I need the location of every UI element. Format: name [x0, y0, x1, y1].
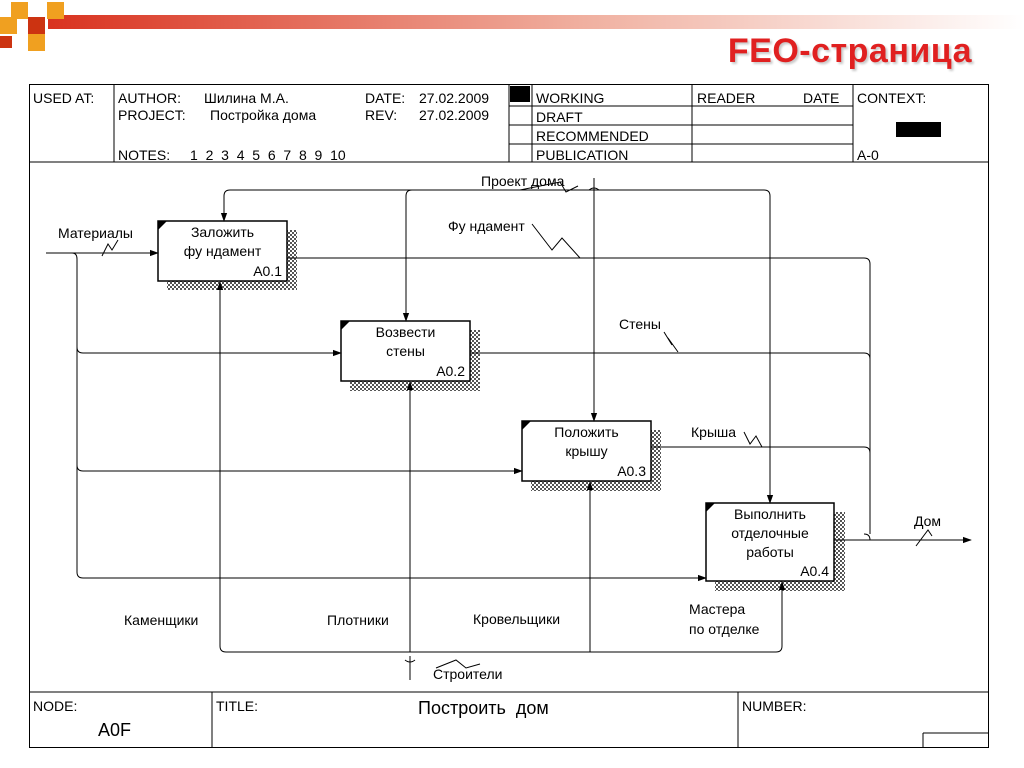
logo-square-orange-top	[11, 2, 28, 19]
author-value: Шилина М.А.	[204, 90, 289, 106]
status-publication: PUBLICATION	[536, 147, 629, 163]
header-grid	[29, 84, 989, 163]
author-label: AUTHOR:	[118, 90, 181, 106]
border-ticks	[404, 187, 600, 663]
label-carpenters: Плотники	[327, 612, 389, 628]
label-house: Дом	[914, 513, 942, 529]
status-draft: DRAFT	[536, 109, 583, 125]
project-value: Постройка дома	[210, 107, 317, 123]
header-gradient-band	[48, 15, 1024, 29]
activity-a04-id: A0.4	[800, 563, 829, 579]
node-value: A0F	[98, 720, 132, 740]
logo-square-orange-bottom	[28, 34, 45, 51]
diagram-title: Построить дом	[418, 698, 549, 718]
logo-square-orange-right	[47, 2, 64, 19]
activity-box-a04	[705, 502, 845, 591]
node-label: NODE:	[33, 698, 78, 714]
context-label: CONTEXT:	[857, 90, 927, 106]
label-builders: Строители	[433, 666, 503, 682]
logo-square-red-left	[0, 36, 12, 48]
label-finishers-2: по отделке	[689, 621, 760, 637]
arrow-foundation-output	[287, 257, 871, 534]
notes-value: 1 2 3 4 5 6 7 8 9 10	[190, 147, 346, 163]
status-working: WORKING	[536, 90, 605, 106]
label-roofers: Кровельщики	[473, 611, 561, 627]
notes-label: NOTES:	[118, 147, 171, 163]
context-thumbnail	[896, 122, 941, 137]
slide-title: FEO-страница	[727, 32, 972, 70]
label-project: Проект дома	[481, 173, 565, 189]
label-walls: Стены	[619, 316, 661, 332]
activity-a01-line2: фу ндамент	[183, 243, 262, 259]
activity-a02-id: A0.2	[436, 363, 465, 379]
project-label: PROJECT:	[118, 107, 186, 123]
arrow-lines	[46, 178, 972, 680]
arrow-roof-output	[651, 446, 871, 454]
activity-a01-id: A0.1	[253, 263, 282, 279]
activity-a03-id: A0.3	[617, 463, 646, 479]
label-masons: Каменщики	[124, 612, 199, 628]
activity-box-a03	[521, 420, 661, 491]
label-materials: Материалы	[58, 225, 133, 241]
activity-box-a02	[340, 320, 480, 391]
context-node: A-0	[857, 147, 879, 163]
logo-square-orange-left	[0, 17, 17, 34]
activity-a02-line2: стены	[386, 343, 425, 359]
activity-a04-line2: отделочные	[731, 525, 809, 541]
footer-grid	[29, 691, 989, 748]
used-at-label: USED AT:	[33, 90, 95, 106]
rev-label: REV:	[365, 107, 398, 123]
activity-a03-line1: Положить	[554, 424, 619, 440]
reader-date-label: DATE	[803, 90, 840, 106]
rev-value: 27.02.2009	[419, 107, 490, 123]
activity-a04-line3: работы	[746, 544, 794, 560]
arrow-walls-output	[470, 352, 871, 360]
date-value: 27.02.2009	[419, 90, 490, 106]
label-roof: Крыша	[691, 424, 737, 440]
number-label: NUMBER:	[742, 698, 807, 714]
label-finishers-1: Мастера	[689, 601, 746, 617]
activity-a01-line1: Заложить	[190, 224, 255, 240]
activity-a04-line1: Выполнить	[734, 506, 806, 522]
activity-a02-line1: Возвести	[375, 324, 436, 340]
activity-box-a01	[157, 220, 297, 290]
label-foundation: Фу ндамент	[448, 218, 525, 234]
reader-label: READER	[697, 90, 756, 106]
activity-a03-line2: крышу	[565, 443, 608, 459]
working-status-marker	[510, 86, 530, 102]
title-label: TITLE:	[216, 698, 259, 714]
status-recommended: RECOMMENDED	[536, 128, 649, 144]
logo-square-red	[28, 17, 45, 34]
date-label: DATE:	[365, 90, 406, 106]
